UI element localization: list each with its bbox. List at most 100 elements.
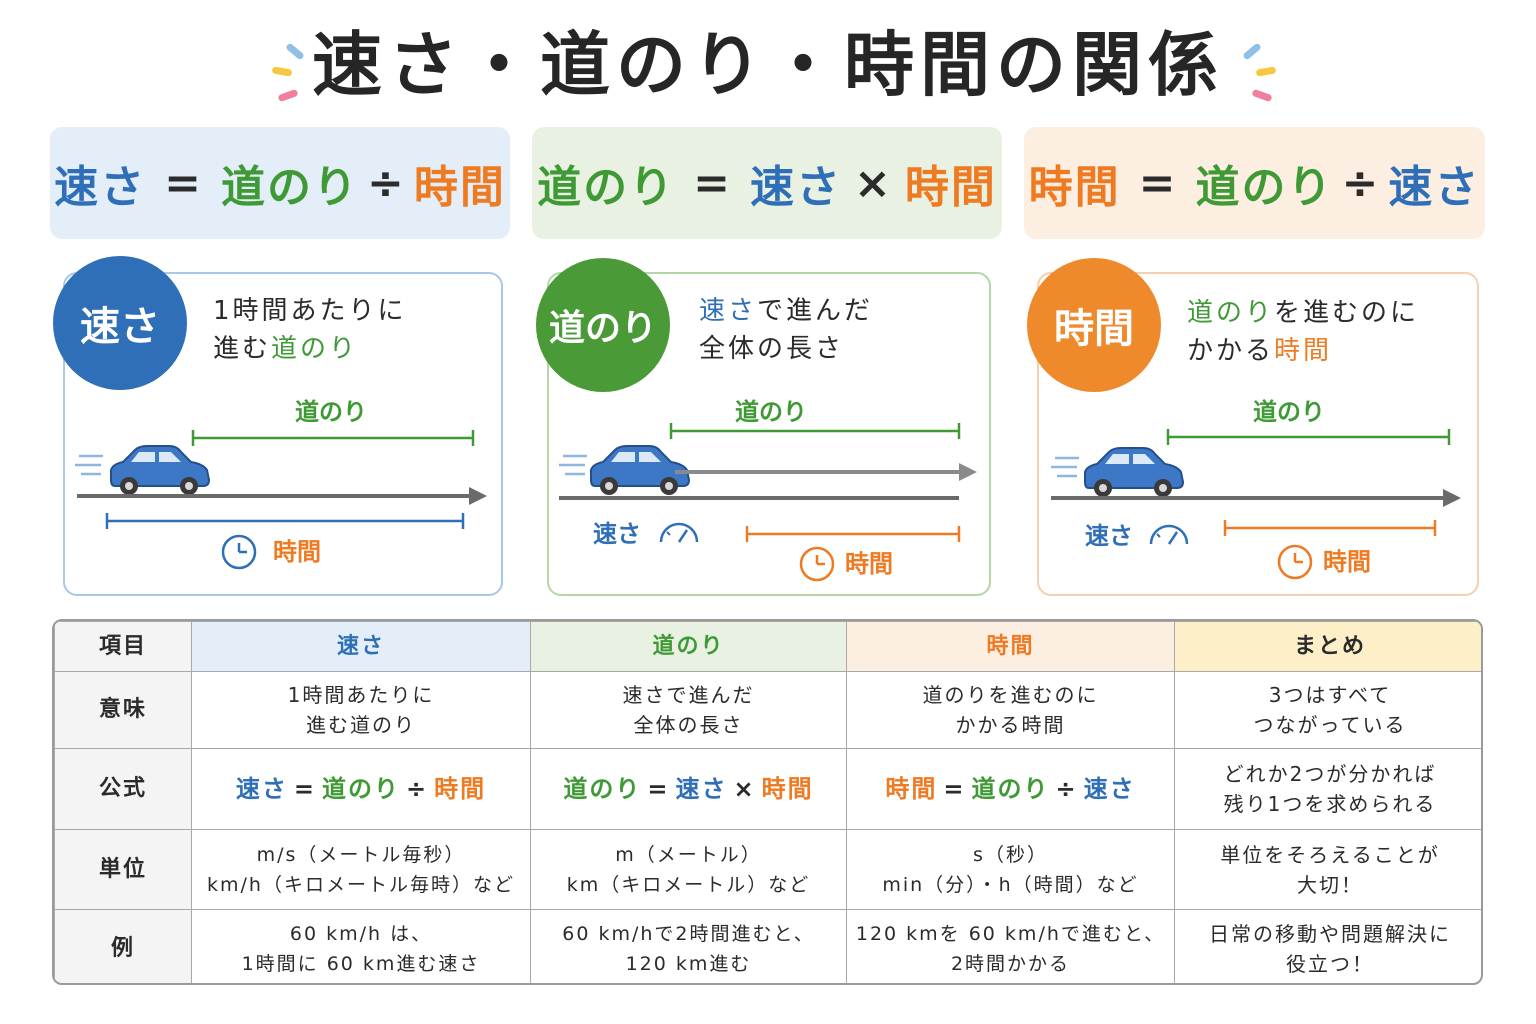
header-time: 時間 [846,621,1175,672]
table-cell: m（メートル） km（キロメートル）など [530,829,847,910]
formula-box-speed: 速さ = 道のり ÷ 時間 [50,127,510,239]
desc-term: 道のり [271,334,359,364]
equals-sign: = [693,157,732,209]
road-arrow [77,487,487,505]
table-cell: 単位をそろえることが大切！ [1174,829,1481,910]
desc-text: 進む [213,334,272,364]
cell-line: 3つはすべて [1268,683,1392,707]
speed-diagram: 道のり 時間 [75,398,487,570]
table-cell: どれか2つが分かれば残り1つを求められる [1174,748,1481,830]
term-distance: 道のり [1195,162,1334,213]
car-icon [590,445,691,495]
table-cell: 道のりを進むのにかかる時間 [846,671,1175,749]
cell-line: m/s（メートル毎秒） [256,843,466,866]
desc-term: 時間 [1274,336,1333,366]
cell-line: 日常の移動や問題解決に [1209,921,1451,946]
table-cell: 速さで進んだ全体の長さ [530,671,847,749]
badge-distance: 道のり [536,258,670,392]
time-bracket [745,526,961,542]
equals-sign: = [647,775,670,803]
desc-line: 1時間あたりに [213,296,407,326]
label-time: 時間 [273,538,321,566]
desc-text: で進んだ [757,296,874,326]
cell-line: 1時間に 60 km進む速さ [241,952,481,975]
cell-line: かかる時間 [955,713,1066,737]
term-speed: 速さ [1083,775,1136,803]
speedometer-icon [1149,524,1189,545]
cell-line: min（分）・h（時間）など [882,873,1139,896]
table-cell: m/s（メートル毎秒） km/h（キロメートル毎時）など [191,829,531,910]
card-speed-description: 1時間あたりに 進む道のり [213,292,407,368]
cell-line: 道のりを進むのに [922,683,1099,707]
cell-line: 60 km/h は、 [289,922,433,945]
term-time: 時間 [904,162,997,213]
table-cell: 60 km/hで2時間進むと、120 km進む [530,909,847,983]
cell-line: 1時間あたりに [287,683,435,707]
term-distance: 道のり [563,775,642,803]
divide-sign: ÷ [367,157,406,209]
speedometer-icon [659,522,699,543]
cell-line: km/h（キロメートル毎時）など [207,873,515,896]
card-distance-description: 速さで進んだ 全体の長さ [699,292,873,368]
label-time: 時間 [845,550,893,578]
time-bracket [105,513,465,529]
term-speed: 速さ [750,162,842,213]
table-row-example: 例 60 km/h は、1時間に 60 km進む速さ 60 km/hで2時間進む… [54,909,1481,983]
table-row-unit: 単位 m/s（メートル毎秒） km/h（キロメートル毎時）など m（メートル） km… [54,829,1481,910]
row-head: 意味 [54,671,192,749]
label-distance: 道のり [295,398,367,426]
table-cell: 60 km/h は、 1時間に 60 km進む速さ [191,909,531,983]
summary-table: 項目 速さ 道のり 時間 まとめ 意味 1時間あたりに進む道のり 速さで進んだ全… [52,619,1483,985]
badge-speed: 速さ [53,256,187,390]
term-time: 時間 [434,775,487,803]
cell-line: どれか2つが分かれば [1223,762,1437,786]
cell-line: 120 km進む [625,952,752,975]
term-speed: 速さ [675,775,728,803]
row-head: 単位 [54,829,192,910]
clock-icon [221,534,257,570]
table-header-row: 項目 速さ 道のり 時間 まとめ [54,621,1481,672]
term-speed: 速さ [235,775,288,803]
header-item: 項目 [54,621,192,672]
term-distance: 道のり [537,162,676,213]
formula-box-distance: 道のり = 速さ × 時間 [532,127,1002,239]
distance-bracket [669,423,961,439]
time-bracket [1223,520,1437,536]
cell-line: km（キロメートル）など [566,873,811,896]
label-speed: 速さ [1085,522,1133,550]
road-arrow [1051,489,1461,507]
cell-line: 役立つ！ [1286,951,1374,976]
card-time-description: 道のりを進むのに かかる時間 [1187,294,1419,370]
desc-line: かかる時間 [1187,332,1419,370]
page-title: 速さ・道のり・時間の関係 [312,24,1224,106]
desc-term: 道のり [1187,298,1275,328]
desc-line: 全体の長さ [699,334,845,364]
speed-lines-icon [559,454,587,476]
motion-arrow [675,463,977,481]
cell-line: s（秒） [973,843,1048,866]
cell-line: つながっている [1253,713,1407,737]
speed-lines-icon [75,454,103,476]
desc-line: 速さで進んだ [699,292,873,330]
badge-time: 時間 [1027,258,1161,392]
divide-sign: ÷ [406,775,429,803]
formula-box-time: 時間 = 道のり ÷ 速さ [1024,127,1485,239]
table-cell: 道のり=速さ×時間 [530,748,847,830]
distance-bracket [191,430,475,446]
car-icon [1084,447,1185,497]
table-cell: 速さ=道のり÷時間 [191,748,531,830]
term-time: 時間 [1028,162,1121,213]
row-head: 公式 [54,748,192,830]
divide-sign: ÷ [1341,157,1381,209]
term-speed: 速さ [54,162,147,213]
term-distance: 道のり [971,775,1050,803]
cell-line: 進む道のり [306,713,416,737]
table-cell: 日常の移動や問題解決に役立つ！ [1174,909,1481,983]
label-speed: 速さ [593,520,641,548]
label-distance: 道のり [1253,398,1325,426]
desc-term: 速さ [699,296,758,326]
cell-line: m（メートル） [615,843,762,866]
term-time: 時間 [761,775,814,803]
equals-sign: = [1138,157,1178,209]
desc-text: を進むのに [1274,298,1420,328]
